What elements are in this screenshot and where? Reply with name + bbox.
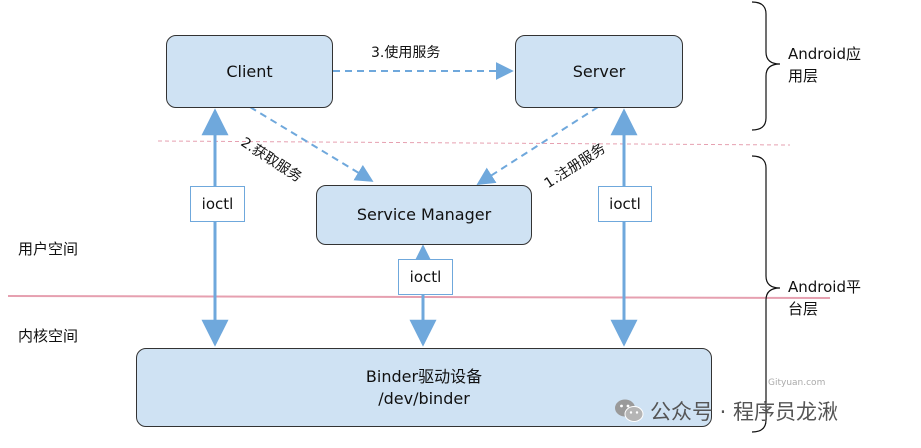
ioctl-middle-label: ioctl: [398, 259, 453, 295]
use-service-label: 3.使用服务: [371, 45, 441, 61]
ioctl-right-label: ioctl: [598, 186, 652, 222]
ioctl-left-label: ioctl: [190, 186, 245, 222]
user-kernel-divider: [7, 295, 831, 299]
app-layer-label: Android应 用层: [788, 43, 861, 87]
server-label: Server: [572, 61, 626, 81]
server-node: Server: [515, 35, 683, 108]
platform-layer-label-line2: 台层: [788, 300, 819, 318]
service-manager-label: Service Manager: [356, 205, 492, 224]
wechat-watermark: 公众号 · 程序员龙湫: [614, 396, 838, 426]
get-service-arrow: [249, 106, 374, 182]
client-label: Client: [226, 61, 273, 81]
user-space-label: 用户空间: [18, 240, 79, 258]
wechat-account-label: 公众号 · 程序员龙湫: [650, 400, 839, 424]
service-manager-node: Service Manager: [316, 185, 532, 245]
platform-layer-label: Android平 台层: [788, 276, 861, 320]
site-watermark: Gityuan.com: [768, 378, 826, 388]
binder-driver-node: Binder驱动设备 /dev/binder: [136, 348, 712, 427]
app-layer-label-line2: 用层: [788, 67, 819, 85]
app-layer-label-line1: Android应: [788, 45, 861, 63]
app-platform-divider: [157, 140, 791, 146]
client-node: Client: [166, 35, 333, 108]
app-layer-bracket: [751, 1, 781, 131]
kernel-space-label: 内核空间: [18, 327, 79, 345]
binder-label-line2: /dev/binder: [378, 388, 470, 408]
platform-layer-label-line1: Android平: [788, 278, 861, 296]
wechat-icon: [615, 399, 644, 422]
binder-label-line1: Binder驱动设备: [365, 366, 483, 386]
platform-layer-bracket: [751, 155, 781, 433]
